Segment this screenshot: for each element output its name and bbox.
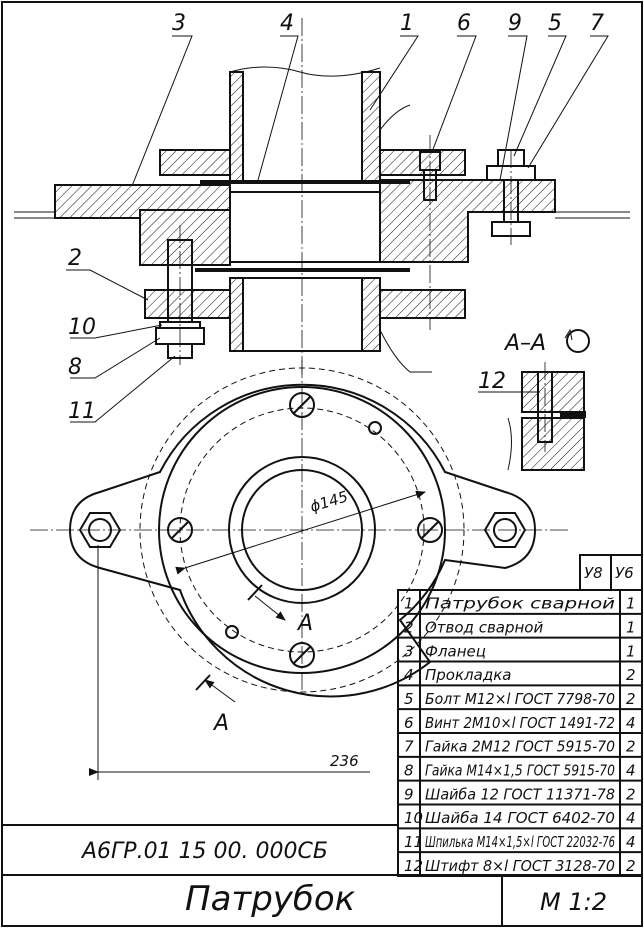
callout-6: 6 — [457, 11, 471, 36]
callout-2: 2 — [68, 246, 82, 271]
table-row: 1 Патрубок сварной 1 — [404, 595, 636, 613]
cut-mark-lower: А — [212, 711, 229, 736]
section-a-a-detail — [507, 328, 590, 471]
row-qty: 1 — [626, 642, 636, 660]
row-name: Гайка М14×1,5 ГОСТ 5915-70 — [425, 761, 615, 779]
callout-3: 3 — [172, 11, 186, 36]
cut-mark-upper: А — [296, 611, 313, 636]
row-name: Шайба 14 ГОСТ 6402-70 — [425, 809, 615, 827]
callout-8: 8 — [68, 355, 82, 380]
plan-view — [30, 360, 570, 780]
row-qty: 2 — [626, 666, 636, 684]
row-name: Патрубок сварной — [425, 595, 615, 613]
diameter-dimension: ϕ145 — [308, 487, 350, 515]
row-qty: 4 — [626, 833, 636, 851]
row-qty: 2 — [626, 690, 636, 708]
title-text: А6ГР.01 15 00. 000СБ Патрубок М 1:2 — [80, 839, 607, 919]
row-qty: 1 — [626, 595, 636, 613]
row-qty: 1 — [626, 618, 636, 636]
row-number: 8 — [404, 761, 414, 779]
section-label: А–А — [503, 331, 546, 356]
row-number: 3 — [404, 642, 414, 660]
row-number: 10 — [404, 809, 423, 827]
row-name: Отвод сварной — [425, 618, 543, 636]
callout-11: 11 — [68, 399, 96, 424]
row-number: 7 — [404, 738, 414, 756]
table-row: 9 Шайба 12 ГОСТ 11371-78 2 — [404, 785, 636, 803]
row-name: Штифт 8×l ГОСТ 3128-70 — [425, 857, 615, 875]
table-row: 2 Отвод сварной 1 — [404, 618, 636, 636]
table-row: 5 Болт М12×l ГОСТ 7798-70 2 — [404, 690, 636, 708]
row-qty: 4 — [626, 809, 636, 827]
callout-5: 5 — [548, 11, 562, 36]
table-row: 6 Винт 2М10×l ГОСТ 1491-72 4 — [404, 714, 636, 732]
table-row: 3 Фланец 1 — [404, 642, 636, 660]
row-name: Фланец — [425, 642, 486, 660]
row-number: 2 — [404, 618, 414, 636]
row-qty: 4 — [626, 714, 636, 732]
callouts: 3 4 1 6 9 5 7 2 10 8 11 12 А–А — [68, 11, 604, 424]
front-section-view — [14, 18, 630, 375]
row-qty: 4 — [626, 761, 636, 779]
row-number: 5 — [404, 690, 414, 708]
drawing-scale: М 1:2 — [540, 888, 607, 916]
row-number: 6 — [404, 714, 414, 732]
row-number: 12 — [404, 857, 423, 875]
col-header-1: У8 — [584, 564, 603, 582]
table-row: 8 Гайка М14×1,5 ГОСТ 5915-70 4 — [404, 761, 636, 779]
col-header-2: У6 — [615, 564, 634, 582]
doc-code: А6ГР.01 15 00. 000СБ — [80, 839, 328, 864]
title-block — [1, 824, 643, 927]
row-name: Прокладка — [425, 666, 511, 684]
row-qty: 2 — [626, 785, 636, 803]
callout-10: 10 — [68, 315, 96, 340]
leader-lines — [66, 35, 609, 423]
callout-4: 4 — [280, 11, 294, 36]
drawing-title: Патрубок — [185, 879, 356, 919]
row-name: Винт 2М10×l ГОСТ 1491-72 — [425, 714, 615, 732]
row-number: 4 — [404, 666, 414, 684]
width-dimension: 236 — [330, 752, 359, 770]
row-number: 9 — [404, 785, 414, 803]
callout-12: 12 — [478, 369, 506, 394]
row-qty: 2 — [626, 857, 636, 875]
row-name: Шайба 12 ГОСТ 11371-78 — [425, 785, 615, 803]
row-qty: 2 — [626, 738, 636, 756]
table-row: 4 Прокладка 2 — [404, 666, 636, 684]
callout-9: 9 — [508, 11, 522, 36]
row-name: Гайка 2М12 ГОСТ 5915-70 — [425, 738, 615, 756]
row-number: 1 — [404, 595, 414, 613]
callout-7: 7 — [590, 11, 604, 36]
row-name: Болт М12×l ГОСТ 7798-70 — [425, 690, 615, 708]
callout-1: 1 — [400, 11, 414, 36]
row-number: 11 — [404, 833, 423, 851]
row-name: Шпилька М14×1,5×l ГОСТ 22032-76 — [425, 833, 615, 851]
table-row: 7 Гайка 2М12 ГОСТ 5915-70 2 — [404, 738, 636, 756]
